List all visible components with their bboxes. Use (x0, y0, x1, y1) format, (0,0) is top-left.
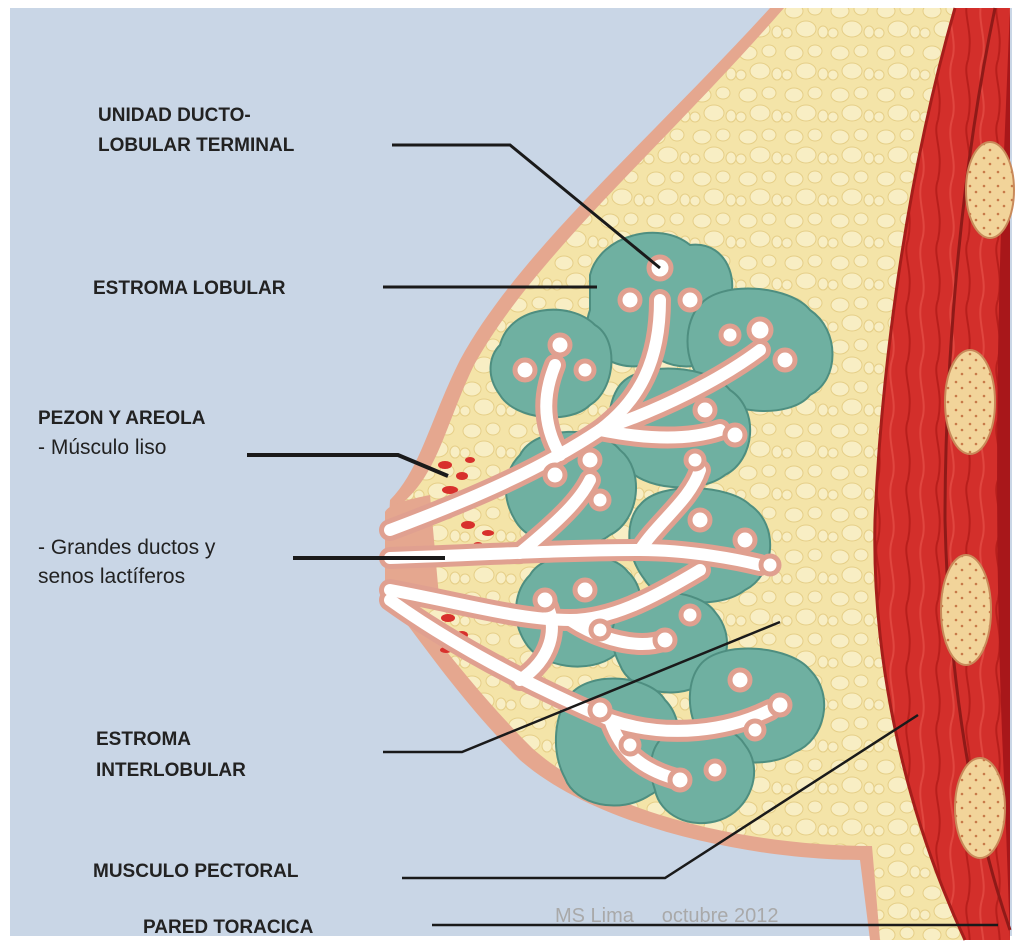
label-estroma-interlobular-2: INTERLOBULAR (96, 756, 246, 786)
label-musculo-liso: - Músculo liso (38, 433, 166, 463)
label-unidad-ducto-2: LOBULAR TERMINAL (98, 131, 294, 161)
label-senos-lactiferos: senos lactíferos (38, 562, 185, 592)
label-unidad-ducto-1: UNIDAD DUCTO- (98, 101, 251, 131)
label-musculo-pectoral: MUSCULO PECTORAL (93, 857, 298, 887)
label-estroma-interlobular-1: ESTROMA (96, 725, 191, 755)
label-pezon-areola: PEZON Y AREOLA (38, 404, 206, 434)
label-estroma-lobular: ESTROMA LOBULAR (93, 274, 285, 304)
label-grandes-ductos: - Grandes ductos y (38, 533, 215, 563)
watermark: MS Lima octubre 2012 (555, 905, 778, 928)
label-pared-toracica: PARED TORACICA (143, 913, 313, 943)
